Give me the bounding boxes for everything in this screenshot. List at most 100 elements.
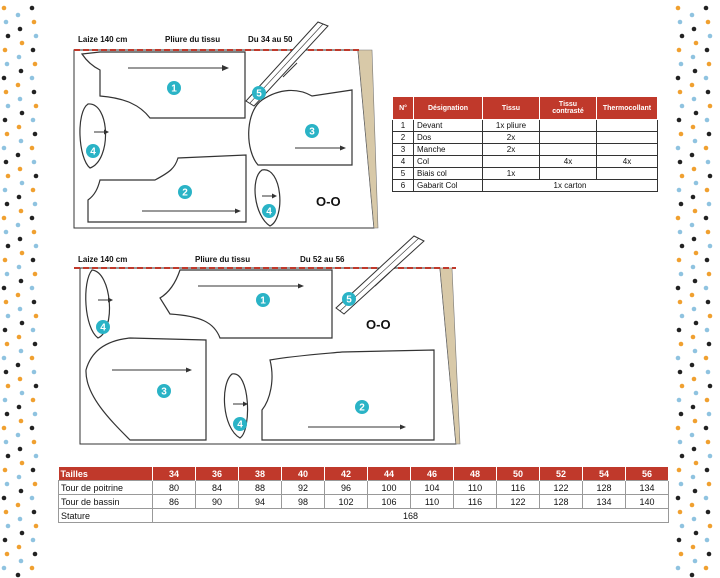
decorative-dot [706, 341, 712, 347]
cell-contraste [539, 167, 597, 180]
decorative-dot [29, 75, 35, 81]
decorative-dot [679, 173, 685, 179]
decorative-dot [679, 383, 685, 389]
decorative-dot [707, 33, 713, 39]
decorative-dot [30, 327, 36, 333]
decorative-dot [17, 166, 23, 172]
decorative-dot [16, 544, 22, 550]
decorative-dot [705, 19, 711, 25]
decorative-dot [689, 292, 695, 298]
size-cell: 140 [625, 494, 669, 509]
decorative-dot [3, 369, 9, 375]
decorative-dot [4, 551, 10, 557]
size-header: 44 [367, 467, 411, 481]
size-cell: 92 [281, 480, 325, 495]
size-cell: 122 [496, 494, 540, 509]
svg-text:4: 4 [90, 147, 96, 158]
decorative-dot [32, 341, 38, 347]
svg-text:5: 5 [256, 89, 262, 100]
decorative-dot [16, 124, 22, 130]
cell-contraste [539, 131, 597, 144]
decorative-dot [19, 460, 25, 466]
decorative-dot [706, 481, 712, 487]
cell-tissu: 1x [482, 167, 540, 180]
decorative-dot [690, 54, 696, 60]
decorative-dot [693, 460, 699, 466]
cell-thermo: 4x [596, 155, 658, 168]
piece-marker: 1 [167, 81, 181, 95]
decorative-dot [3, 439, 9, 445]
decorative-dot [675, 5, 681, 11]
decorative-dot [691, 446, 697, 452]
decorative-dot [31, 159, 37, 165]
size-cell: 88 [238, 480, 282, 495]
decorative-dot [18, 278, 24, 284]
decorative-dot [705, 509, 711, 515]
decorative-dot [32, 61, 38, 67]
decorative-dot [16, 264, 22, 270]
size-header: 52 [539, 467, 583, 481]
decorative-dot [32, 481, 38, 487]
decorative-dot [675, 145, 681, 151]
decorative-dot [29, 215, 35, 221]
size-cell: 110 [453, 480, 497, 495]
decorative-dot [689, 572, 695, 578]
decorative-dot [5, 103, 11, 109]
decorative-dot [29, 145, 35, 151]
arrow-head [186, 367, 192, 373]
decorative-dot [15, 152, 21, 158]
decorative-dot [675, 495, 681, 501]
piece-marker: 5 [342, 292, 356, 306]
decorative-dot [32, 201, 38, 207]
size-cell: 116 [496, 480, 540, 495]
decorative-dot [17, 96, 23, 102]
decorative-dot [693, 110, 699, 116]
decorative-dot [693, 390, 699, 396]
decorative-dot [706, 201, 712, 207]
svg-text:4: 4 [266, 207, 272, 218]
decorative-dot [706, 551, 712, 557]
piece-col [85, 269, 111, 339]
decorative-dots-right [675, 5, 713, 578]
cell-designation: Col [413, 155, 483, 168]
cell-designation: Dos [413, 131, 483, 144]
decorative-dot [676, 537, 682, 543]
decorative-dot [19, 110, 25, 116]
decorative-dot [692, 558, 698, 564]
size-range-label: Du 34 au 50 [248, 35, 293, 44]
decorative-dot [4, 341, 10, 347]
decorative-dot [32, 131, 38, 137]
size-cell: 122 [539, 480, 583, 495]
decorative-dot [704, 467, 710, 473]
pieces-table: N° Désignation Tissu Tissu contrasté The… [392, 96, 658, 192]
decorative-dot [30, 47, 36, 53]
decorative-dot [16, 474, 22, 480]
decorative-dot [693, 180, 699, 186]
piece-marker: 2 [178, 185, 192, 199]
decorative-dot [4, 201, 10, 207]
decorative-dot [690, 474, 696, 480]
decorative-dot [691, 96, 697, 102]
decorative-dot [692, 68, 698, 74]
decorative-dot [691, 166, 697, 172]
decorative-dot [15, 292, 21, 298]
decorative-dot [705, 369, 711, 375]
piece-marker: 3 [305, 124, 319, 138]
decorative-dot [679, 243, 685, 249]
decorative-dot [19, 530, 25, 536]
decorative-dot [705, 299, 711, 305]
notch-mark: O-O [316, 194, 341, 209]
size-cell: 128 [582, 480, 626, 495]
arrow-head [104, 129, 109, 135]
decorative-dot [18, 418, 24, 424]
size-cell: 104 [410, 480, 454, 495]
size-header: 40 [281, 467, 325, 481]
decorative-dot [705, 439, 711, 445]
size-header: 38 [238, 467, 282, 481]
decorative-dot [30, 117, 36, 123]
decorative-dot [33, 523, 39, 529]
size-cell: 96 [324, 480, 368, 495]
arrow-head [340, 145, 346, 151]
decorative-dot [18, 348, 24, 354]
